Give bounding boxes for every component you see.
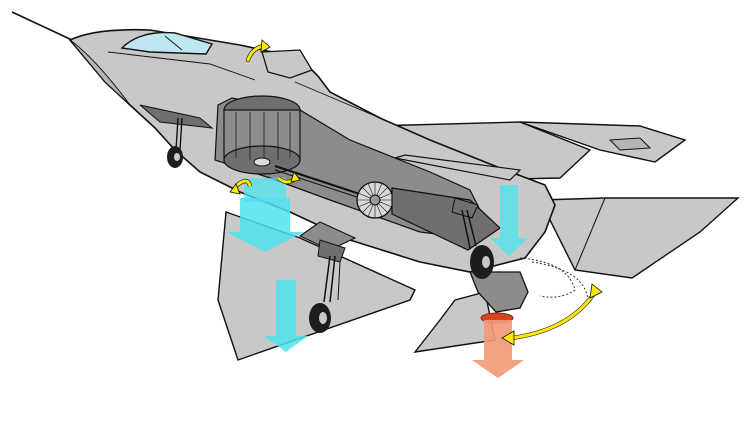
horizontal-stabilizer <box>538 197 740 279</box>
nose-gear <box>139 104 214 168</box>
roll-post-ducts <box>298 154 522 251</box>
roll-post-downflow-arrow-icon <box>264 280 308 352</box>
lift-fan <box>223 95 301 175</box>
intake-door <box>261 49 313 79</box>
ventral-fin <box>413 291 496 353</box>
pitot-probe <box>11 11 73 41</box>
canopy <box>120 31 214 55</box>
vertical-tail <box>519 121 687 163</box>
rear-flow-arrow-icon <box>490 185 528 256</box>
lift-fan-downflow-arrow-icon <box>226 178 304 252</box>
nozzle-swivel-arrow-icon <box>501 283 603 346</box>
main-gear-left <box>309 239 346 333</box>
engine-compressor-face <box>356 181 394 219</box>
door-open-arrow-icon <box>245 39 271 63</box>
fan-rotation-arrow-icon <box>229 171 301 195</box>
main-gear-right <box>451 197 494 279</box>
